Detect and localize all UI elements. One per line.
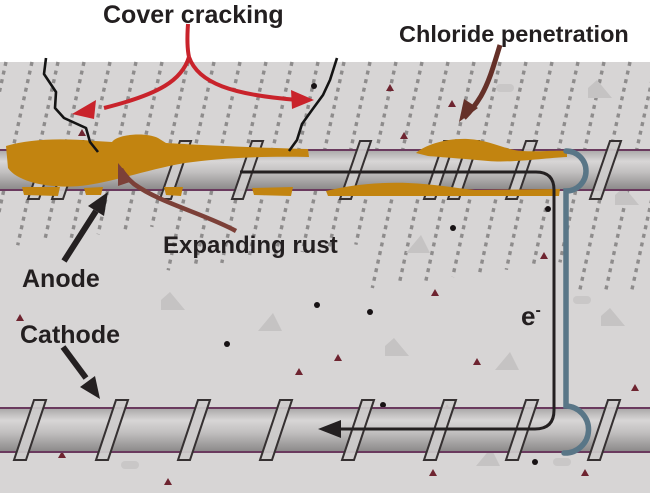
black-dot-speck <box>224 341 230 347</box>
chloride-dash-line <box>451 61 502 278</box>
concrete-speckle-layer <box>16 80 639 485</box>
cathode-arrow <box>60 345 100 399</box>
electron-e: e <box>521 301 535 331</box>
rust-bottom-patch <box>22 187 60 196</box>
rust-layer <box>6 134 567 196</box>
crack-right <box>287 57 339 152</box>
black-dot-speck <box>311 83 317 89</box>
pebble-speck <box>573 296 591 304</box>
black-dot-speck <box>380 402 386 408</box>
chloride-triangle-speck <box>473 358 481 365</box>
aggregate-speck <box>406 235 430 253</box>
aggregate-speck <box>258 313 282 331</box>
electron-flow-arrowhead <box>318 420 341 438</box>
chloride-triangle-speck <box>448 100 456 107</box>
cover-cracking-arrow <box>72 23 314 119</box>
cathode-label: Cathode <box>20 321 120 349</box>
anode-label: Anode <box>22 265 100 293</box>
rebar-rib <box>338 140 373 200</box>
aggregate-speck <box>476 448 500 466</box>
chloride-triangle-speck <box>58 451 66 458</box>
expanding-rust-label: Expanding rust <box>163 232 338 259</box>
chloride-penetration-label: Chloride penetration <box>399 21 629 47</box>
aggregate-speck <box>385 338 409 356</box>
rust-top-right-blob <box>416 138 567 162</box>
pebble-speck <box>496 84 514 92</box>
electron-label: e- <box>521 301 541 331</box>
rebar-rib <box>12 399 48 461</box>
electron-superscript-minus: - <box>535 302 540 319</box>
chloride-triangle-speck <box>164 478 172 485</box>
black-dot-speck <box>532 459 538 465</box>
black-dot-speck <box>314 302 320 308</box>
black-dot-speck <box>450 225 456 231</box>
aggregate-speck <box>495 352 519 370</box>
chloride-triangle-speck <box>431 289 439 296</box>
black-dot-speck <box>367 309 373 315</box>
rust-bottom-patch <box>84 187 103 195</box>
pebble-speck <box>553 458 571 466</box>
cover-cracking-arrowhead-left <box>72 100 96 119</box>
rust-bottom-band <box>326 182 560 196</box>
chloride-triangle-speck <box>386 84 394 91</box>
aggregate-speck <box>161 292 185 310</box>
chloride-triangle-speck <box>334 354 342 361</box>
chloride-dash-line <box>397 61 450 285</box>
chloride-dash-line <box>246 61 294 260</box>
expanding-rust-arrow <box>118 163 238 233</box>
chloride-dash-line <box>327 61 372 249</box>
chloride-dash-line <box>150 61 190 228</box>
chloride-penetration-arrow <box>459 44 503 122</box>
aggregate-speck <box>615 187 639 205</box>
chloride-dash-line <box>629 199 650 293</box>
cover-cracking-label: Cover cracking <box>103 1 284 29</box>
aggregate-speck <box>588 80 612 98</box>
cover-cracking-arrowhead-right <box>291 90 314 109</box>
rebar-rib <box>258 399 294 461</box>
chloride-triangle-speck <box>16 314 24 321</box>
chloride-triangle-speck <box>540 252 548 259</box>
rust-bottom-patch <box>252 187 293 196</box>
black-dot-speck <box>545 206 551 212</box>
pebble-speck <box>121 461 139 469</box>
rebar-rib <box>94 399 130 461</box>
rebar-rib <box>176 399 212 461</box>
chloride-triangle-speck <box>295 368 303 375</box>
rust-top-left-blob <box>6 134 309 187</box>
rust-bottom-patch <box>164 187 183 196</box>
rebar-rib <box>588 140 623 200</box>
crack-left <box>42 57 100 153</box>
ionic-current-path <box>561 148 592 456</box>
chloride-triangle-speck <box>581 469 589 476</box>
rebar-rib <box>586 399 622 461</box>
aggregate-speck <box>601 308 625 326</box>
chloride-triangle-speck <box>400 132 408 139</box>
anode-arrow <box>61 192 108 263</box>
electron-flow-path <box>240 170 556 431</box>
chloride-dash-line <box>424 61 476 282</box>
chloride-triangle-speck <box>78 129 86 136</box>
sky-background <box>0 0 650 62</box>
chloride-triangle-speck <box>429 469 437 476</box>
chloride-triangle-speck <box>631 384 639 391</box>
